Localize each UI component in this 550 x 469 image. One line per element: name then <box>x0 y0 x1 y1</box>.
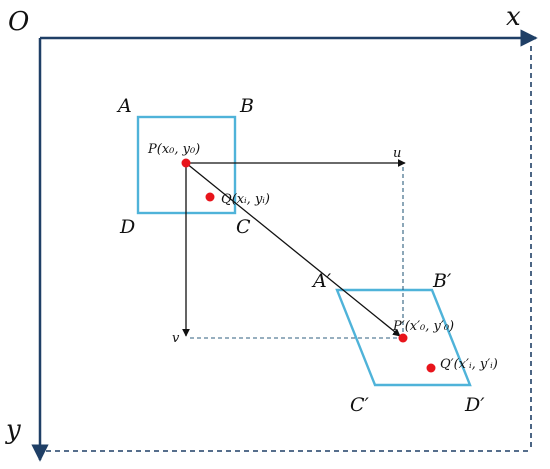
point-p-prime-label: P′(x′₀, y′₀) <box>392 319 454 334</box>
point-q-prime-label: Q′(x′ᵢ, y′ᵢ) <box>440 357 498 372</box>
square-label-b: B <box>239 95 254 117</box>
y-axis-label: y <box>5 415 21 445</box>
point-q-prime <box>426 363 436 373</box>
point-q <box>205 192 215 202</box>
displacement-arrow <box>185 162 401 337</box>
parallelogram-label-a-prime: A′ <box>311 270 332 292</box>
point-p <box>181 158 191 168</box>
parallelogram-label-d-prime: D′ <box>464 394 485 416</box>
parallelogram-label-b-prime: B′ <box>432 270 452 292</box>
v-label: v <box>172 331 180 346</box>
square-label-c: C <box>236 216 251 238</box>
origin-label: O <box>8 7 29 37</box>
point-p-label: P(x₀, y₀) <box>147 142 200 157</box>
point-q-label: Q(xᵢ, yᵢ) <box>221 192 270 207</box>
square-label-d: D <box>119 216 135 238</box>
u-label: u <box>393 146 401 161</box>
x-axis-label: x <box>506 2 521 32</box>
parallelogram-abcd-prime <box>335 288 472 387</box>
point-p-prime <box>398 333 408 343</box>
parallelogram-label-c-prime: C′ <box>350 394 370 416</box>
square-label-a: A <box>116 95 132 117</box>
